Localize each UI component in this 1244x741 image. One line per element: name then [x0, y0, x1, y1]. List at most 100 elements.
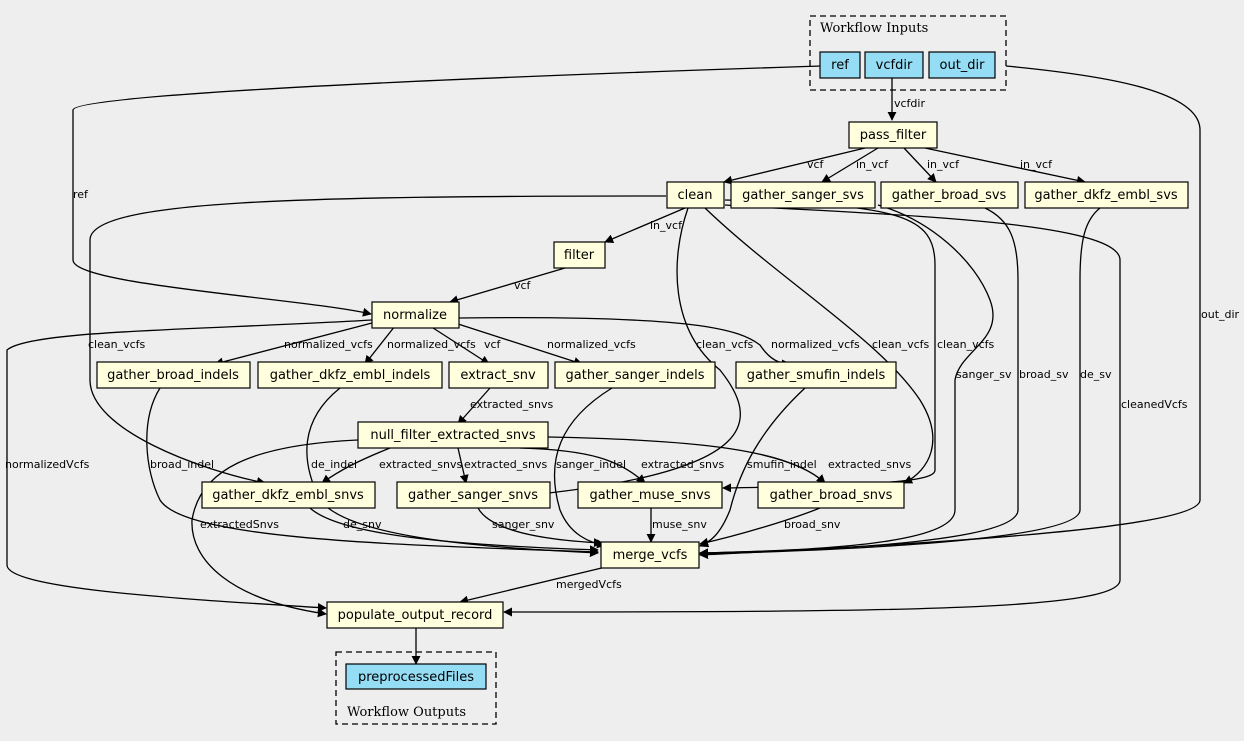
edge-label-sanger-indel: sanger_indel [556, 458, 626, 471]
edge-label-ref: ref [73, 188, 89, 201]
edge-label-clean-vcfs-3: clean_vcfs [872, 338, 930, 351]
edge-gather-sanger-snvs-merge-vcfs [477, 507, 603, 548]
edge-label-extracted-snvs-4: extracted_snvs [828, 458, 911, 471]
step-node-filter[interactable]: filter [553, 241, 606, 269]
edge-pass-filter-gather-broad-svs [903, 147, 937, 183]
edge-label-extracted-snvs-1: extracted_snvs [379, 458, 462, 471]
edge-clean-gather-dkfz-embl-snvs [89, 195, 667, 486]
step-node-gather-sanger-indels-label: gather_sanger_indels [566, 368, 705, 383]
edge-label-cleaned-vcfs: cleanedVcfs [1121, 398, 1188, 411]
edge-normalize-gather-dkfz-embl-indels [364, 325, 396, 365]
edge-label-normalized-vcfs-1: normalized_vcfs [284, 338, 373, 351]
edge-pass-filter-gather-sanger-svs [821, 147, 879, 183]
step-node-gather-broad-svs[interactable]: gather_broad_svs [880, 181, 1019, 209]
step-node-gather-sanger-indels[interactable]: gather_sanger_indels [554, 361, 716, 389]
step-node-merge-vcfs[interactable]: merge_vcfs [600, 541, 700, 569]
step-node-gather-smufin-indels[interactable]: gather_smufin_indels [735, 361, 897, 389]
edge-label-normalized-vcfs-output: normalizedVcfs [5, 458, 90, 471]
edge-label-vcfdir: vcfdir [894, 97, 925, 110]
step-node-null-filter-extracted-snvs[interactable]: null_filter_extracted_snvs [357, 421, 549, 449]
step-node-gather-broad-snvs[interactable]: gather_broad_snvs [757, 481, 905, 509]
edge-label-extracted-snvs-2: extracted_snvs [464, 458, 547, 471]
input-node-vcfdir-label: vcfdir [876, 58, 913, 73]
edge-label-de-indel: de_indel [311, 458, 357, 471]
input-node-vcfdir[interactable]: vcfdir [864, 51, 924, 79]
edge-filter-normalize [449, 267, 566, 305]
step-node-gather-dkfz-embl-svs[interactable]: gather_dkfz_embl_svs [1024, 181, 1189, 209]
step-node-gather-sanger-svs[interactable]: gather_sanger_svs [730, 181, 876, 209]
edge-gather-dkfz-embl-indels-merge-vcfs [306, 387, 599, 558]
edge-label-broad-snv: broad_snv [784, 518, 841, 531]
edge-label-clean-vcfs-2: clean_vcfs [696, 338, 754, 351]
edge-label-sanger-sv: sanger_sv [956, 368, 1012, 381]
step-node-merge-vcfs-label: merge_vcfs [613, 548, 688, 563]
edge-pass-filter-gather-dkfz-embl-svs [924, 147, 1086, 185]
edge-gather-smufin-indels-merge-vcfs [699, 387, 806, 548]
output-node-preprocessed-files-label: preprocessedFiles [358, 670, 474, 685]
step-node-gather-muse-snvs-label: gather_muse_snvs [589, 488, 710, 503]
workflow-outputs-label: Workflow Outputs [347, 705, 466, 720]
edge-merge-vcfs-populate-output-record [459, 565, 611, 605]
edge-label-clean-vcfs-1: clean_vcfs [88, 338, 146, 351]
edge-gather-dkfz-embl-snvs-merge-vcfs [309, 507, 599, 555]
edge-label-vcf-normalize: vcf [514, 279, 532, 292]
step-node-gather-smufin-indels-label: gather_smufin_indels [747, 368, 886, 383]
step-node-gather-dkfz-embl-indels[interactable]: gather_dkfz_embl_indels [257, 361, 443, 389]
nodes: ref vcfdir out_dir pass_filter clean gat… [96, 51, 1189, 690]
step-node-gather-dkfz-embl-snvs-label: gather_dkfz_embl_snvs [212, 488, 364, 503]
edge-clean-filter [604, 207, 686, 243]
edge-null-filter-gather-muse-snvs [519, 447, 646, 484]
edge-normalize-gather-sanger-indels [454, 322, 583, 366]
edge-extract-snv-null-filter [457, 387, 491, 425]
workflow-inputs-label: Workflow Inputs [820, 21, 928, 36]
step-node-gather-broad-snvs-label: gather_broad_snvs [770, 488, 893, 503]
edge-label-normalized-vcfs-2: normalized_vcfs [387, 338, 476, 351]
output-node-preprocessed-files[interactable]: preprocessedFiles [345, 663, 487, 690]
step-node-gather-dkfz-embl-snvs[interactable]: gather_dkfz_embl_snvs [201, 481, 376, 509]
edge-label-in-vcf-dkfz: in_vcf [1020, 158, 1053, 171]
step-node-normalize[interactable]: normalize [371, 301, 460, 329]
step-node-clean[interactable]: clean [666, 181, 725, 209]
edge-normalize-extract-snv [429, 325, 490, 365]
edge-label-broad-indel: broad_indel [150, 458, 214, 471]
input-node-out-dir[interactable]: out_dir [928, 51, 996, 79]
step-node-null-filter-extracted-snvs-label: null_filter_extracted_snvs [370, 428, 536, 443]
step-node-populate-output-record[interactable]: populate_output_record [326, 601, 504, 629]
input-node-ref-label: ref [831, 58, 849, 73]
edge-label-normalized-vcfs-4: normalized_vcfs [771, 338, 860, 351]
edge-label-vcf-clean: vcf [807, 158, 825, 171]
step-node-gather-dkfz-embl-svs-label: gather_dkfz_embl_svs [1034, 188, 1178, 203]
edge-null-filter-populate-output-record [191, 439, 359, 618]
step-node-gather-dkfz-embl-indels-label: gather_dkfz_embl_indels [270, 368, 431, 383]
step-node-gather-broad-indels[interactable]: gather_broad_indels [96, 361, 251, 389]
edge-label-in-vcf-filter: in_vcf [650, 219, 683, 232]
step-node-extract-snv[interactable]: extract_snv [448, 361, 549, 389]
step-node-gather-broad-svs-label: gather_broad_svs [892, 188, 1007, 203]
step-node-gather-broad-indels-label: gather_broad_indels [107, 368, 239, 383]
edge-label-sanger-snv: sanger_snv [492, 518, 555, 531]
edge-gather-dkfz-embl-svs-merge-vcfs [699, 207, 1101, 559]
edge-label-extracted-snvs-main: extracted_snvs [470, 398, 553, 411]
edge-clean-populate-output-record [503, 204, 1121, 617]
edge-label-de-snv: de_snv [343, 518, 382, 531]
step-node-gather-sanger-svs-label: gather_sanger_svs [742, 188, 864, 203]
step-node-gather-sanger-snvs[interactable]: gather_sanger_snvs [396, 481, 551, 509]
edge-null-filter-gather-sanger-snvs [457, 447, 469, 484]
input-node-out-dir-label: out_dir [940, 58, 986, 73]
edge-normalize-populate-output-record [6, 319, 373, 612]
edge-label-de-sv: de_sv [1080, 368, 1112, 381]
step-node-pass-filter[interactable]: pass_filter [848, 121, 938, 149]
edge-label-in-vcf-broad: in_vcf [927, 158, 960, 171]
edge-label-extracted-snvs-3: extracted_snvs [641, 458, 724, 471]
edge-label-muse-snv: muse_snv [652, 518, 707, 531]
step-node-extract-snv-label: extract_snv [460, 368, 536, 383]
input-node-ref[interactable]: ref [819, 51, 861, 79]
step-node-gather-sanger-snvs-label: gather_sanger_snvs [408, 488, 538, 503]
edge-clean-gather-broad-snvs [704, 207, 934, 484]
edge-gather-broad-snvs-merge-vcfs [699, 507, 821, 547]
workflow-inputs-cluster [809, 15, 1007, 91]
edge-null-filter-gather-dkfz-embl-snvs [321, 447, 391, 484]
step-node-clean-label: clean [678, 188, 713, 203]
step-node-gather-muse-snvs[interactable]: gather_muse_snvs [577, 481, 723, 509]
edge-normalize-gather-broad-indels [214, 322, 373, 367]
